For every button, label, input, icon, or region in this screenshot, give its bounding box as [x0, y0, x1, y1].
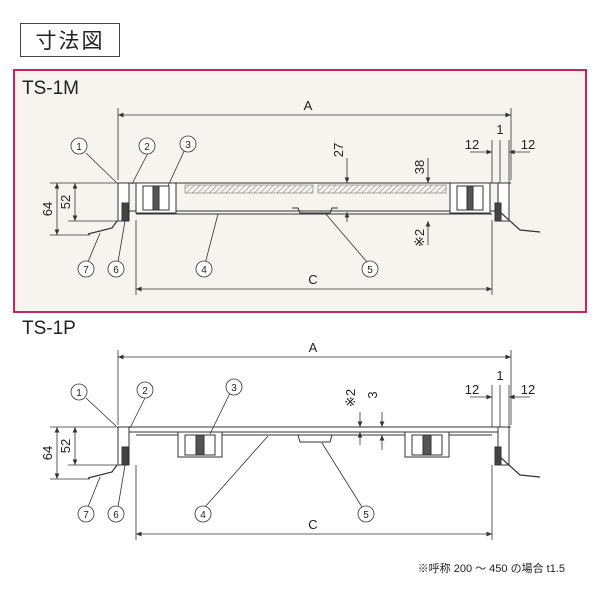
ts-1m-dim-12-right: 12 [521, 137, 535, 152]
ts-1p-callout-1: 1 [76, 388, 82, 399]
ts-1p-dim-a [117, 350, 512, 425]
ts-1p-dim-3: 3 [365, 391, 380, 398]
ts-1p-dim-12-left: 12 [465, 382, 479, 397]
ts-1p-dim-c [135, 465, 493, 540]
ts-1p-dim-top [357, 412, 385, 450]
ts-1p-dim-a-label: A [309, 340, 318, 355]
ts-1p-dim-left [50, 426, 118, 480]
ts-1p-hinge [292, 434, 338, 443]
ts-1p-dim-note: ※2 [343, 389, 358, 407]
ts-1m-drawing: TS-1M A C 64 52 [22, 78, 541, 295]
ts-1m-hinge [292, 207, 338, 214]
ts-1p-dim-64: 64 [40, 446, 55, 460]
ts-1p-callouts [70, 378, 375, 523]
ts-1p-anchor-right [499, 456, 541, 478]
ts-1p-callout-6: 6 [113, 510, 119, 521]
ts-1m-callout-7: 7 [83, 265, 89, 276]
ts-1m-callout-2: 2 [144, 142, 150, 153]
ts-1m-dim-64: 64 [40, 202, 55, 216]
ts-1m-dim-c [135, 220, 493, 295]
ts-1m-callout-5: 5 [367, 265, 373, 276]
ts-1m-dim-27: 27 [331, 143, 346, 157]
ts-1m-callout-1: 1 [76, 142, 82, 153]
ts-1m-grating-right [317, 184, 447, 194]
ts-1p-callout-7: 7 [83, 510, 89, 521]
ts-1m-dim-38: 38 [412, 160, 427, 174]
ts-1m-dim-top [344, 158, 431, 245]
ts-1p-dim-1: 1 [496, 368, 503, 383]
ts-1m-anchor-left [87, 220, 118, 235]
ts-1m-callout-4: 4 [201, 265, 207, 276]
drawing-title: 寸法図 [20, 23, 120, 57]
ts-1p-anchor-left [87, 464, 118, 479]
ts-1m-grating-left [184, 184, 314, 194]
ts-1m-callout-6: 6 [113, 265, 119, 276]
ts-1m-dim-right [470, 140, 530, 183]
ts-1p-callout-2: 2 [142, 386, 148, 397]
ts-1m-callout-3: 3 [185, 140, 191, 151]
ts-1m-dim-52: 52 [58, 195, 73, 209]
ts-1p-callout-5: 5 [363, 510, 369, 521]
ts-1m-dim-a [117, 108, 512, 180]
ts-1m-dim-a-label: A [304, 98, 313, 113]
ts-1m-dim-c-label: C [308, 272, 317, 287]
ts-1m-dim-left [50, 182, 118, 236]
ts-1m-label: TS-1M [22, 78, 79, 99]
ts-1p-dim-right [470, 385, 530, 427]
ts-1p-label: TS-1P [22, 318, 76, 339]
ts-1p-frame [117, 426, 511, 466]
ts-1p-drawing: TS-1P A C 64 52 [22, 318, 541, 540]
ts-1m-dim-12-left: 12 [465, 137, 479, 152]
ts-1p-dim-52: 52 [58, 439, 73, 453]
ts-1m-callouts [70, 135, 379, 278]
ts-1p-callout-3: 3 [231, 383, 237, 394]
footnote: ※呼称 200 ～ 450 の場合 t1.5 [418, 561, 565, 575]
ts-1p-dim-c-label: C [308, 517, 317, 532]
ts-1m-dim-1: 1 [496, 122, 503, 137]
ts-1m-dim-note: ※2 [412, 229, 427, 247]
ts-1m-frame [117, 182, 511, 222]
ts-1m-anchor-right [499, 211, 541, 233]
ts-1p-dim-12-right: 12 [521, 382, 535, 397]
ts-1p-callout-4: 4 [200, 510, 206, 521]
